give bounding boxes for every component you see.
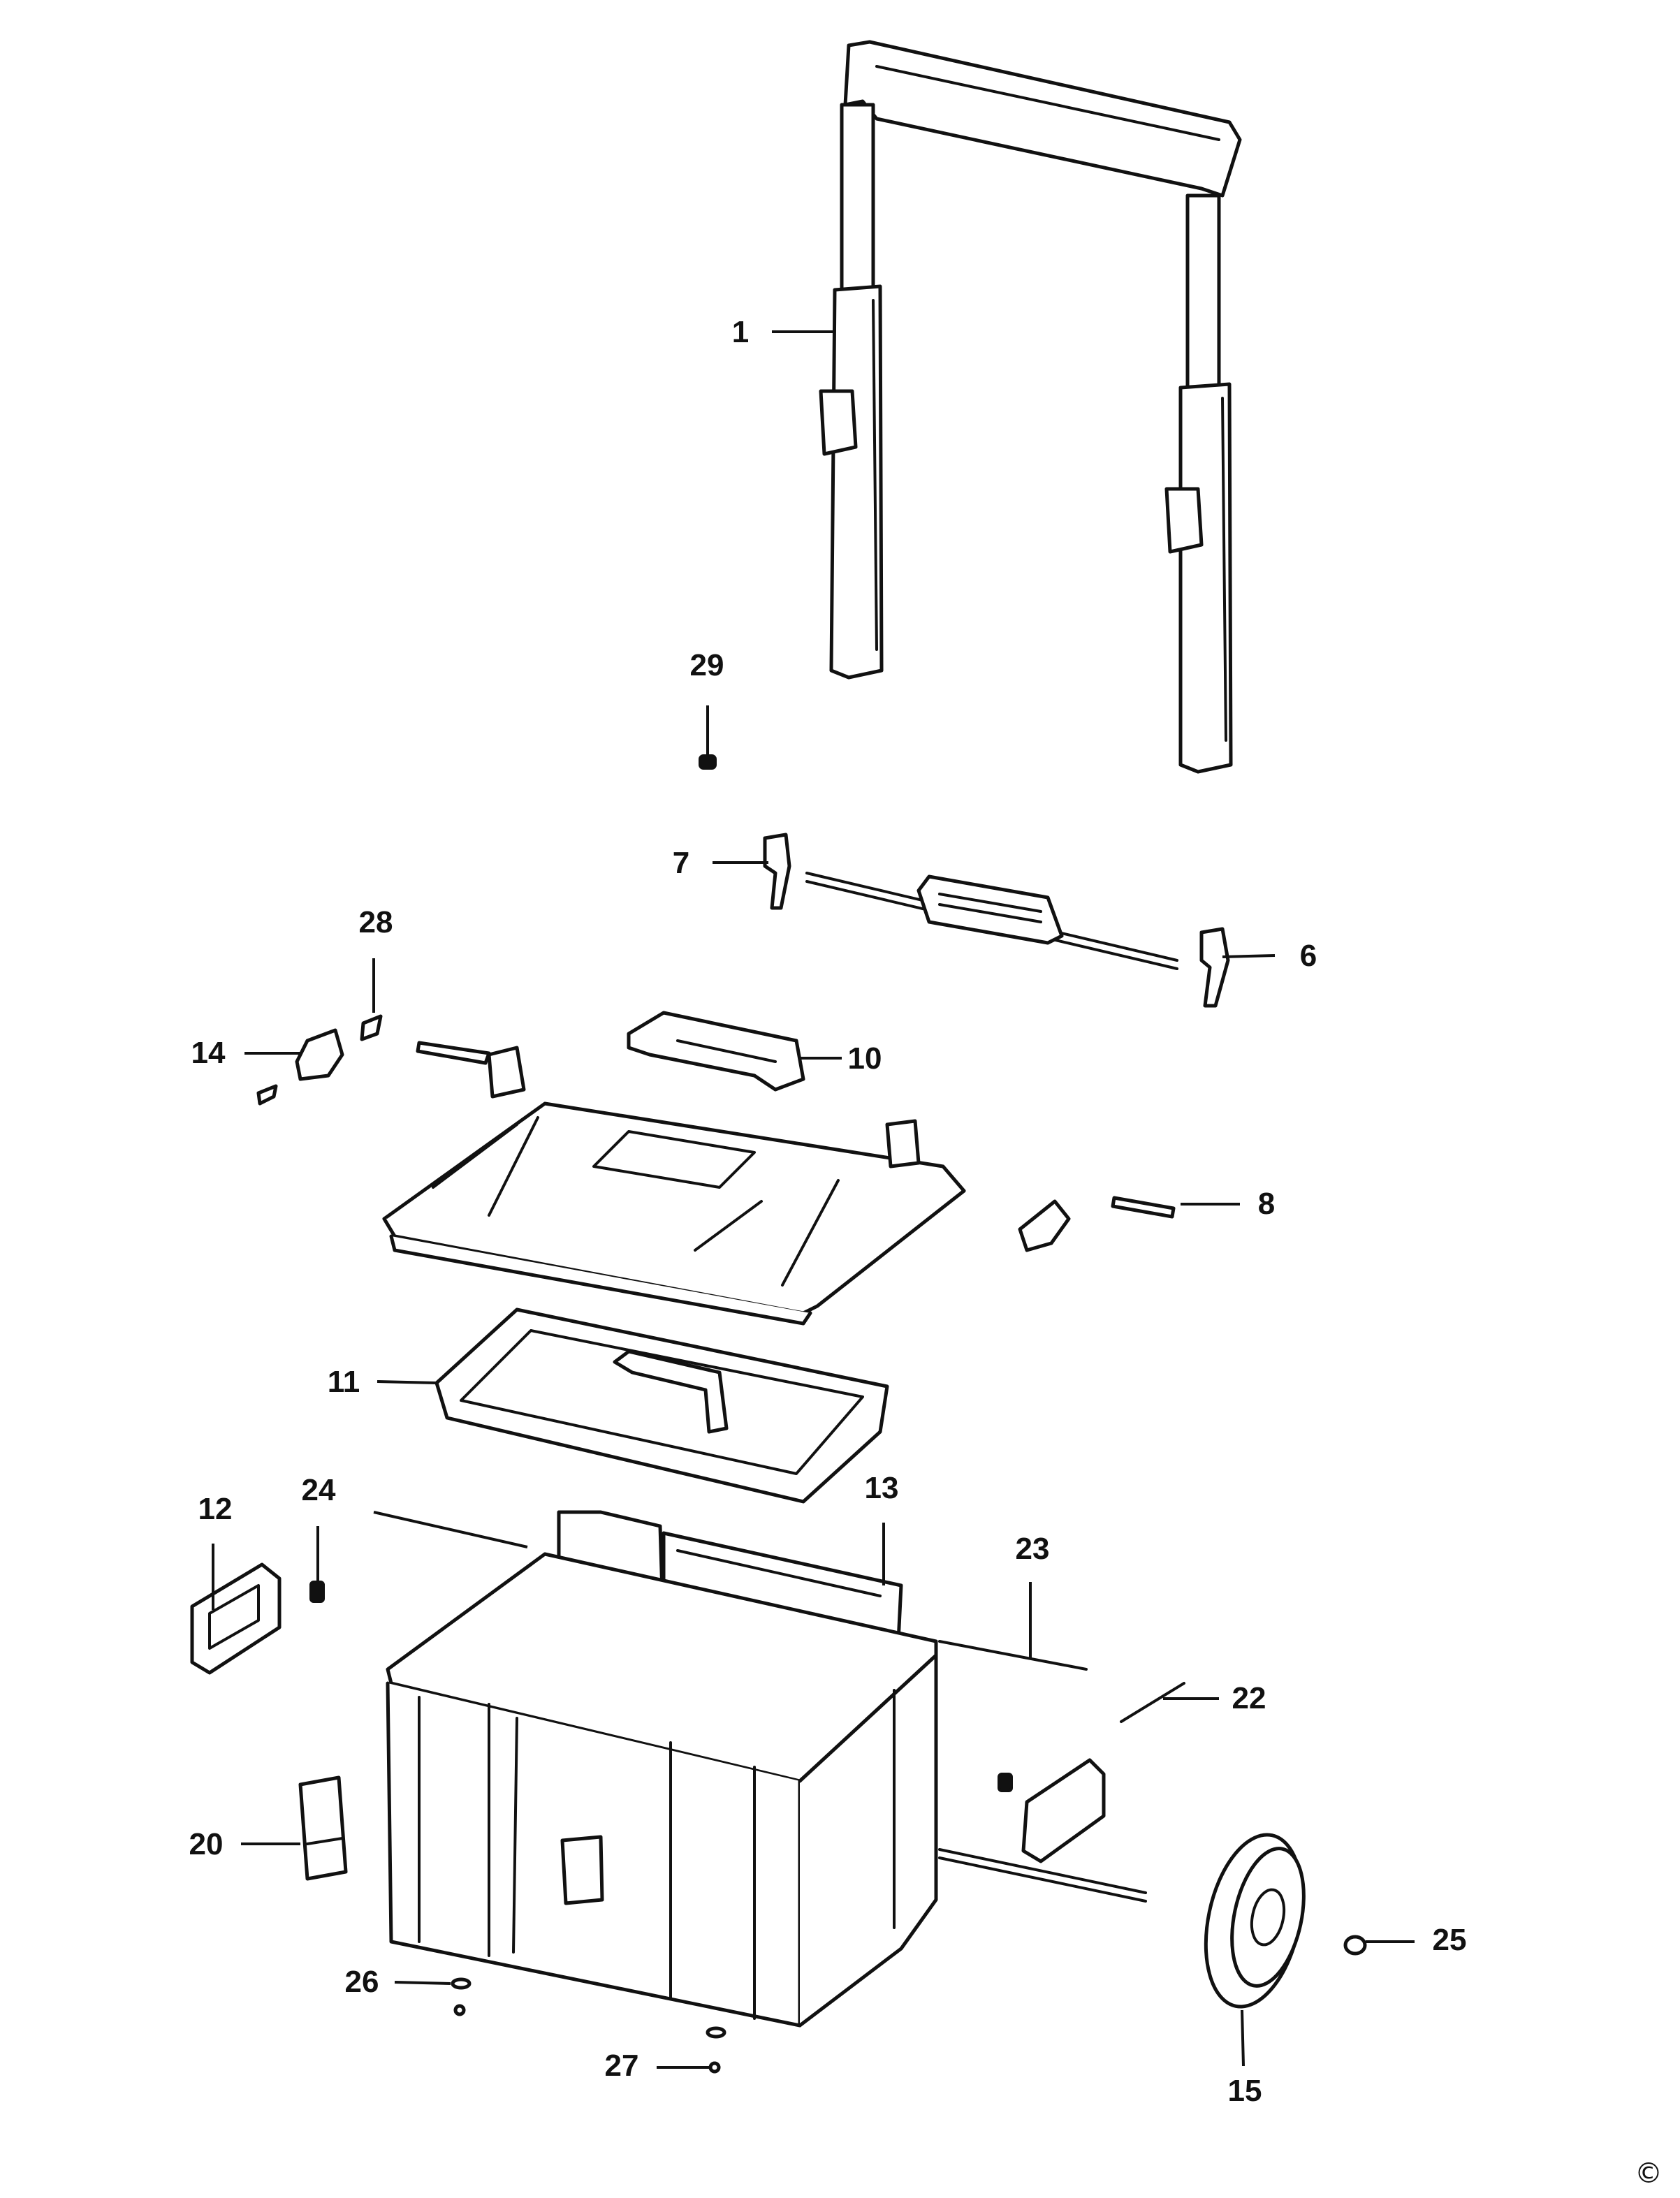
front-latch-20-part [298,1775,348,1881]
callout-13: 13 [865,1471,899,1505]
side-handle-12-part [190,1562,282,1675]
callout-1: 1 [732,315,749,349]
pin-22-part [1120,1682,1185,1723]
callout-11: 11 [328,1365,360,1399]
washer-screw-26-part [451,1977,472,2016]
callout-29: 29 [690,648,724,682]
tote-tray-11-part [434,1307,889,1504]
latch-14-assembly [256,1014,491,1106]
washer-screw-27-part [706,2026,726,2074]
handle-axle-assembly [763,833,1230,1008]
lid-handle-10-part [627,1011,805,1092]
latch-8-assembly [1018,1196,1176,1252]
callout-8: 8 [1258,1187,1275,1221]
leader-lines [212,330,1415,2069]
callout-labels: 1 29 7 6 28 14 10 8 11 13 12 24 23 22 20… [189,315,1467,2108]
cap-25-part [1343,1935,1367,1956]
callout-25: 25 [1433,1923,1467,1957]
callout-14: 14 [191,1036,226,1070]
callout-28: 28 [359,905,393,939]
telescopic-handle-part [819,40,1242,774]
wheel-15-part [1204,1833,1306,2009]
callout-20: 20 [189,1827,224,1861]
screw-24-part [309,1581,325,1603]
callout-26: 26 [345,1965,379,1999]
lid-part [382,1046,966,1326]
pin-23-part [938,1640,1088,1671]
callout-10: 10 [848,1041,882,1076]
callout-6: 6 [1300,939,1317,973]
callout-22: 22 [1232,1681,1266,1715]
right-side-handle-part [998,1758,1106,1863]
wheel-axle-part [938,1848,1147,1903]
copyright-mark: © [1635,2157,1663,2190]
callout-23: 23 [1016,1532,1050,1566]
callout-7: 7 [673,846,689,880]
callout-24: 24 [302,1473,336,1507]
screw-29-part [699,754,717,770]
callout-15: 15 [1228,2074,1262,2108]
callout-12: 12 [198,1492,233,1526]
main-box-part [386,1552,938,2028]
callout-27: 27 [605,2049,639,2083]
